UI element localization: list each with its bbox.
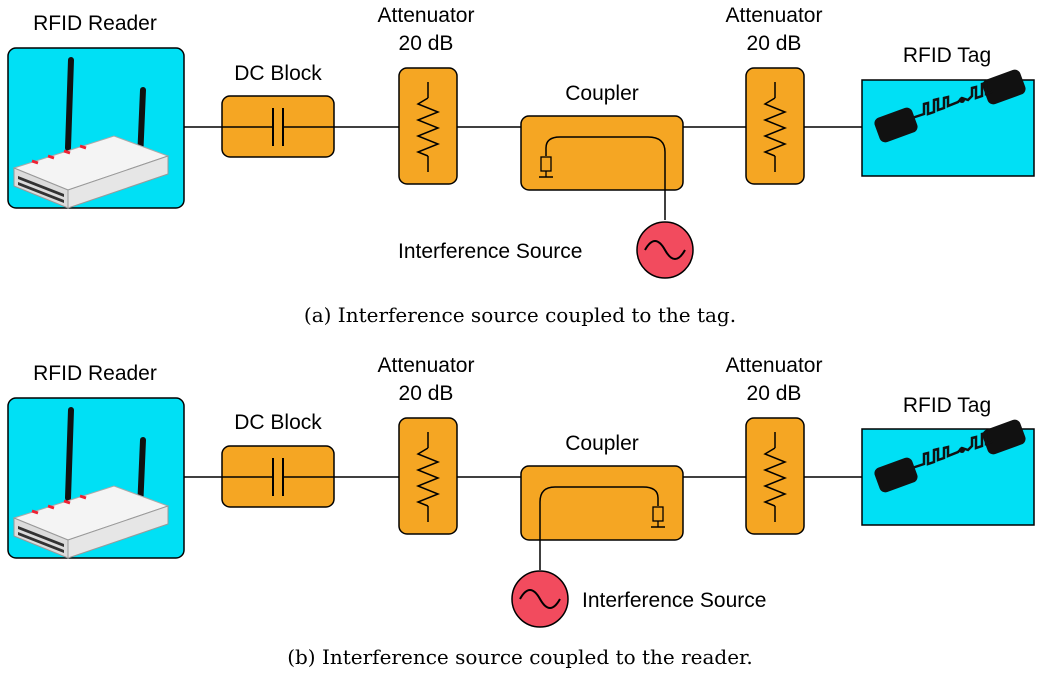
- caption-b: (b) Interference source coupled to the r…: [287, 645, 753, 669]
- coupler-a: [520, 115, 684, 191]
- attenuator-right-label-a: Attenuator: [726, 4, 823, 27]
- tag-label-b: RFID Tag: [903, 394, 991, 417]
- sine-icon: [519, 589, 561, 609]
- attenuator-left-value-a: 20 dB: [399, 32, 454, 55]
- attenuator-left-label-b: Attenuator: [378, 354, 475, 377]
- attenuator-left-label-a: Attenuator: [378, 4, 475, 27]
- sine-icon: [644, 240, 686, 260]
- dc-block-label-a: DC Block: [234, 62, 322, 85]
- attenuator-right-a: [745, 67, 805, 185]
- attenuator-left-value-b: 20 dB: [399, 382, 454, 405]
- attenuator-left-b: [398, 417, 458, 535]
- attenuator-right-value-a: 20 dB: [747, 32, 802, 55]
- tag-label-a: RFID Tag: [903, 44, 991, 67]
- panel-b: RFID Reader DC Block Attenuator 20 dB Co…: [7, 354, 1035, 669]
- panel-a: RFID Reader DC Block Attenuator 20 dB Co…: [7, 4, 1035, 327]
- attenuator-right-b: [745, 417, 805, 535]
- source-label-a: Interference Source: [398, 240, 582, 263]
- dc-block-label-b: DC Block: [234, 411, 322, 434]
- coupler-b: [520, 465, 684, 541]
- reader-label-a: RFID Reader: [33, 12, 157, 35]
- source-label-b: Interference Source: [582, 589, 766, 612]
- attenuator-right-label-b: Attenuator: [726, 354, 823, 377]
- reader-label-b: RFID Reader: [33, 362, 157, 385]
- attenuator-left-a: [398, 67, 458, 185]
- caption-a: (a) Interference source coupled to the t…: [304, 303, 736, 327]
- attenuator-right-value-b: 20 dB: [747, 382, 802, 405]
- coupler-label-a: Coupler: [565, 82, 639, 105]
- coupler-label-b: Coupler: [565, 432, 639, 455]
